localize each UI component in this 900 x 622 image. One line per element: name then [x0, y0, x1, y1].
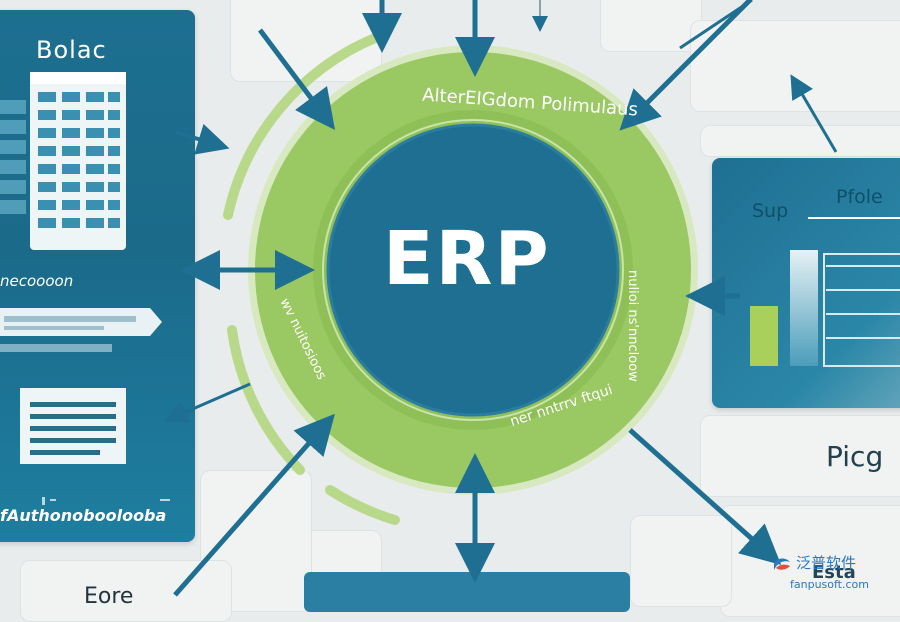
right-panel-subtitle: Sup	[752, 200, 789, 222]
right-panel	[712, 158, 900, 408]
bar-chart-icon	[750, 217, 900, 367]
progress-bars	[0, 308, 162, 352]
green-ring	[248, 45, 698, 495]
left-panel-footer: fAuthonoboolooba	[0, 506, 167, 525]
right-panel-title: Pfole	[836, 186, 883, 208]
left-panel-subtitle: necoooon	[0, 272, 74, 290]
ring-text-right: nulioi ns'nncloow	[625, 270, 640, 382]
right-lower-label: Picg	[826, 440, 884, 473]
document-icon	[20, 388, 126, 464]
erp-diagram	[163, 0, 838, 597]
background-tile	[630, 515, 732, 607]
left-panel-graphics	[0, 72, 170, 505]
background-tile	[700, 415, 900, 497]
building-icon	[0, 72, 126, 250]
watermark-name: 泛普软件	[796, 554, 857, 572]
corner-label: Esta	[812, 562, 856, 583]
arrow-icon	[163, 0, 838, 597]
background-tile	[700, 125, 900, 157]
left-panel-title: Bolac	[36, 36, 107, 64]
watermark-domain: fanpusoft.com	[790, 578, 869, 591]
erp-logo-text: ERP	[383, 216, 551, 302]
brand-logo-icon	[774, 558, 790, 570]
left-panel	[0, 10, 195, 542]
outer-ring-arcs	[223, 33, 400, 525]
